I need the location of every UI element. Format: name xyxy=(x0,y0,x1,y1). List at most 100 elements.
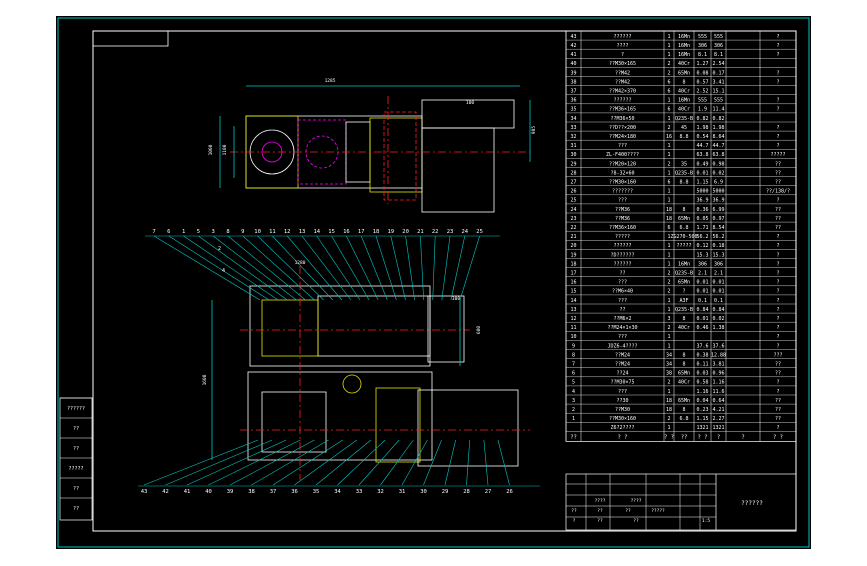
callout-label: 39 xyxy=(227,489,234,495)
bom-cell: ? xyxy=(776,143,779,149)
bom-cell: 0.84 xyxy=(696,307,708,313)
bom-cell: 18 xyxy=(666,216,672,222)
bom-cell: 8 xyxy=(572,352,575,358)
bom-cell: 0.49 xyxy=(696,161,708,167)
bom-cell: 1 xyxy=(667,170,670,176)
bom-cell: 16Mn xyxy=(678,98,690,104)
callout-label: 3 xyxy=(212,229,215,235)
callout-leader xyxy=(257,235,324,301)
front-upper-buffer xyxy=(261,299,319,357)
bom-cell: 3 xyxy=(572,398,575,404)
bom-cell: 56.2 xyxy=(712,234,724,240)
bom-cell: ? xyxy=(776,107,779,113)
bom-cell: ? xyxy=(776,79,779,85)
callout-label: 14 xyxy=(313,229,320,235)
bom-cell: Z6?2???? xyxy=(610,425,634,431)
bom-cell: 0.23 xyxy=(696,407,708,413)
dimension-label: 1000 xyxy=(208,144,214,155)
bom-cell: 20 xyxy=(570,243,576,249)
dimension-label: 985 xyxy=(531,126,537,134)
bom-cell: 56.2 xyxy=(696,234,708,240)
bom-cell: ?? xyxy=(775,416,781,422)
bom-cell: 41 xyxy=(570,52,576,58)
bom-cell: ? xyxy=(776,43,779,49)
leader-lines xyxy=(138,235,540,487)
callout-label: 30 xyxy=(420,489,427,495)
bom-cell: 1 xyxy=(572,416,575,422)
callout-label: 31 xyxy=(399,489,406,495)
callout-leader xyxy=(337,439,386,486)
bom-cell: 0.1 xyxy=(714,298,723,304)
bom-cell: 1 xyxy=(667,143,670,149)
title-block-frame xyxy=(565,473,797,531)
callout-label: 23 xyxy=(447,229,454,235)
bom-cell: Q235-B xyxy=(675,170,693,176)
bom-cell: 16Mn xyxy=(678,43,690,49)
bom-header-cell: ? xyxy=(717,434,720,440)
bom-cell: 306 xyxy=(714,43,723,49)
bom-cell: 0.01 xyxy=(696,280,708,286)
bom-cell: 11 xyxy=(570,325,576,331)
bom-cell: 1 xyxy=(667,198,670,204)
title-block-cell: 1:5 xyxy=(702,518,710,524)
callout-label: 19 xyxy=(387,229,394,235)
bom-cell: 0.17 xyxy=(712,70,724,76)
bom-cell: ??????? xyxy=(612,189,633,195)
bom-cell: 26 xyxy=(570,189,576,195)
bom-cell: ??M36×50 xyxy=(610,116,634,122)
callout-leader xyxy=(483,439,489,486)
callout-label: 15 xyxy=(328,229,335,235)
bom-cell: 37.6 xyxy=(712,343,724,349)
bom-cell: ??M36 xyxy=(615,207,630,213)
bom-cell: 4 xyxy=(572,389,575,395)
bom-cell: 65Mn xyxy=(678,398,690,404)
bom-cell: Q235-B xyxy=(675,307,693,313)
callout-leader xyxy=(423,439,442,486)
title-block: ?????? ????????????????????????1:5 xyxy=(565,473,797,531)
bom-cell: 35 xyxy=(681,161,687,167)
bom-cell: 1 xyxy=(667,52,670,58)
bom-cell: ?? xyxy=(775,207,781,213)
bom-cell: JDZ6-4???? xyxy=(607,343,637,349)
bom-cell: 2 xyxy=(667,161,670,167)
bom-cell: 2 xyxy=(667,289,670,295)
bom-cell: 37 xyxy=(570,89,576,95)
bom-cell: 18 xyxy=(666,407,672,413)
bom-cell: 1.16 xyxy=(696,389,708,395)
bom-cell: ?? xyxy=(775,170,781,176)
bom-cell: 5 xyxy=(572,380,575,386)
bom-cell: ??? xyxy=(618,298,627,304)
callout-leader xyxy=(420,235,424,301)
bom-cell: 29 xyxy=(570,161,576,167)
bom-cell: ?? xyxy=(775,371,781,377)
bom-cell: 8 xyxy=(682,407,685,413)
callout-label: 17 xyxy=(358,229,365,235)
bom-cell: ??M6×2 xyxy=(613,316,631,322)
left-strip-label: ????? xyxy=(68,466,83,472)
bom-cell: ? xyxy=(776,298,779,304)
title-block-cell: ????? xyxy=(651,508,665,514)
bom-cell: ZL-F400???? xyxy=(606,152,639,158)
bom-cell: 12.88 xyxy=(711,352,726,358)
callout-label: 37 xyxy=(270,489,277,495)
bom-cell: 21 xyxy=(570,234,576,240)
dimension-label: 1100 xyxy=(222,144,228,155)
bom-cell: ??M24×180 xyxy=(609,134,636,140)
callout-leader xyxy=(358,439,400,486)
bom-cell: 1 xyxy=(667,307,670,313)
bom-cell: 1 xyxy=(667,334,670,340)
bom-cell: 36.9 xyxy=(712,198,724,204)
bom-cell: 16 xyxy=(570,280,576,286)
callout-side-label: 2 xyxy=(218,246,221,252)
bom-cell: Q235-B xyxy=(675,116,693,122)
bom-cell: 8.1 xyxy=(698,52,707,58)
front-lower-gear xyxy=(342,374,362,394)
bom-cell: 28 xyxy=(570,170,576,176)
callout-leader xyxy=(229,439,315,486)
bom-cell: ?? xyxy=(619,271,625,277)
bom-cell: 38 xyxy=(570,79,576,85)
bom-cell: 0.01 xyxy=(696,289,708,295)
callout-leader xyxy=(198,235,288,301)
bom-cell: ??M36 xyxy=(615,216,630,222)
